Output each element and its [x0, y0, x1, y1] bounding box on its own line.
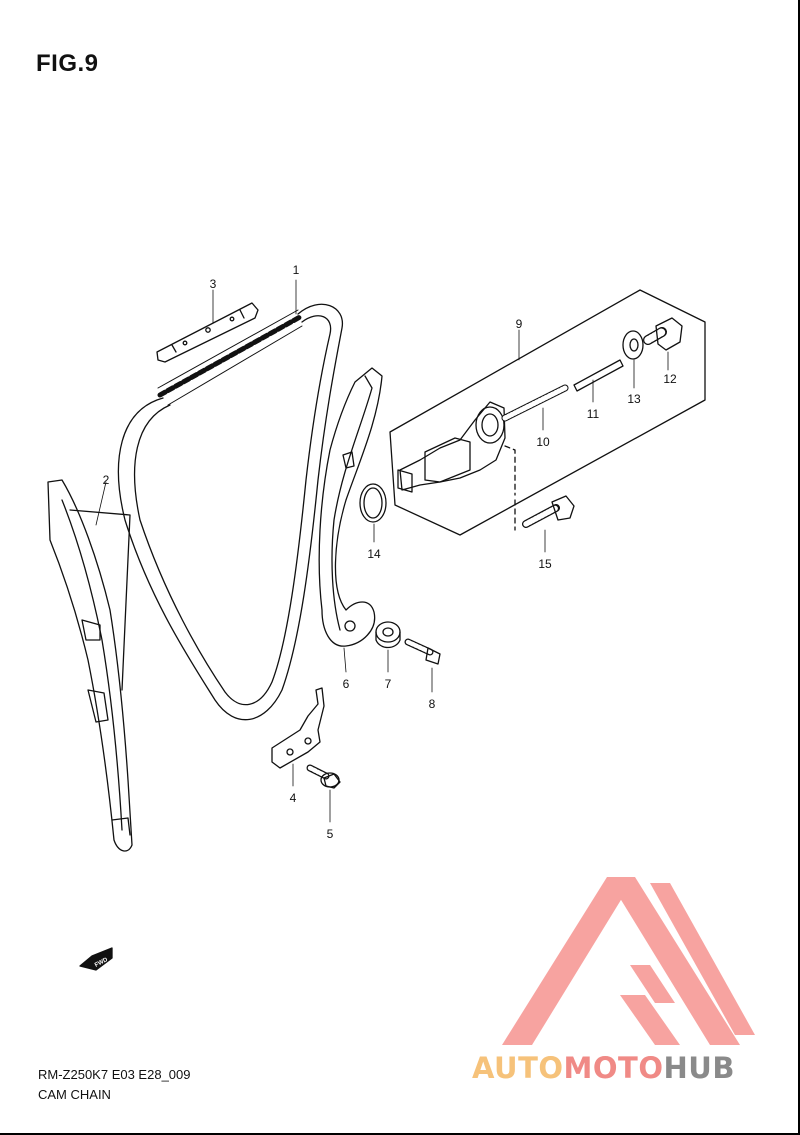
callout-12: 12 [663, 372, 677, 386]
fwd-arrow-icon [79, 947, 113, 971]
callout-6: 6 [343, 677, 350, 691]
callout-11: 11 [587, 407, 600, 421]
logo-triangle-icon [502, 877, 755, 1045]
callout-14: 14 [367, 547, 381, 561]
part-7-washer [375, 621, 401, 673]
part-5-flange-bolt [306, 764, 341, 823]
callout-5: 5 [327, 827, 334, 841]
callout-3: 3 [210, 277, 217, 291]
part-11-rod [573, 359, 624, 403]
callout-4: 4 [290, 791, 297, 805]
part-15-bolt [522, 495, 575, 553]
figure-title: FIG.9 [36, 50, 99, 77]
part-8-bolt [404, 638, 441, 693]
part-12-cap-bolt [643, 317, 683, 371]
callout-labels: 1 2 3 4 5 6 7 8 9 10 11 12 13 14 15 FWD [94, 263, 677, 969]
part-2-chain-guide [47, 479, 133, 852]
part-10-spring [501, 384, 569, 431]
part-13-gasket-washer [622, 330, 644, 389]
part-9-tensioner-assembly [389, 289, 706, 536]
part-3-chain-guide-plate [156, 289, 259, 363]
callout-15: 15 [538, 557, 552, 571]
watermark-text-hub: HUB [663, 1051, 735, 1085]
callout-2: 2 [103, 473, 110, 487]
callout-8: 8 [429, 697, 436, 711]
callout-13: 13 [627, 392, 641, 406]
footer-diagram-code: RM-Z250K7 E03 E28_009 [38, 1067, 191, 1082]
watermark-text: AUTOMOTOHUB [472, 1051, 735, 1085]
watermark-text-auto: AUTO [472, 1051, 564, 1085]
part-1-cam-chain [117, 279, 343, 721]
callout-1: 1 [293, 263, 300, 277]
part-4-guide-bracket [271, 687, 325, 787]
callout-7: 7 [385, 677, 392, 691]
part-14-o-ring [359, 483, 387, 543]
callout-10: 10 [536, 435, 550, 449]
footer-diagram-title: CAM CHAIN [38, 1087, 111, 1102]
automotohub-logo [502, 877, 755, 1045]
watermark-text-moto: MOTO [563, 1051, 664, 1085]
part-6-tensioner-arm [318, 367, 383, 673]
callout-9: 9 [516, 317, 523, 331]
